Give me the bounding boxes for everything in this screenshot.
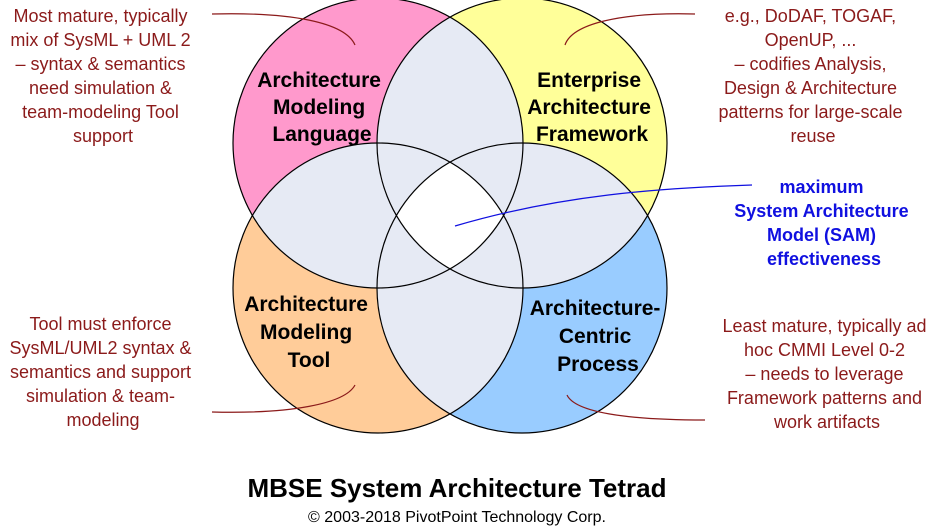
tool-note-line: SysML/UML2 syntax & bbox=[9, 338, 191, 358]
center-note-line: effectiveness bbox=[767, 249, 881, 269]
tool-label-line: Architecture bbox=[244, 293, 368, 316]
process-label-line: Process bbox=[557, 353, 639, 376]
tool-label: Architecture Modeling Tool bbox=[244, 293, 374, 372]
center-note: maximum System Architecture Model (SAM) … bbox=[734, 177, 913, 269]
process-note: Least mature, typically ad hoc CMMI Leve… bbox=[722, 316, 931, 432]
language-label-line: Modeling bbox=[273, 96, 365, 119]
language-note-line: mix of SysML + UML 2 bbox=[10, 30, 190, 50]
center-region bbox=[377, 143, 523, 288]
language-note-line: need simulation & bbox=[29, 78, 172, 98]
framework-label-line: Framework bbox=[536, 123, 648, 146]
tool-note-line: simulation & team- bbox=[26, 386, 175, 406]
language-label-line: Language bbox=[272, 123, 371, 146]
process-note-line: hoc CMMI Level 0-2 bbox=[744, 340, 905, 360]
language-note-line: support bbox=[73, 126, 133, 146]
center-note-line: Model (SAM) bbox=[767, 225, 876, 245]
diagram-title: MBSE System Architecture Tetrad bbox=[247, 473, 666, 503]
process-label-line: Centric bbox=[559, 325, 632, 348]
process-label-line: Architecture- bbox=[530, 297, 661, 320]
language-label: Architecture Modeling Language bbox=[257, 69, 387, 146]
language-note: Most mature, typically mix of SysML + UM… bbox=[10, 6, 195, 146]
framework-note-line: Design & Architecture bbox=[724, 78, 897, 98]
framework-label-line: Architecture bbox=[527, 96, 651, 119]
tool-note-line: Tool must enforce bbox=[29, 314, 171, 334]
framework-note-line: e.g., DoDAF, TOGAF, bbox=[725, 6, 896, 26]
framework-note-line: – codifies Analysis, bbox=[734, 54, 886, 74]
tool-outline bbox=[232, 142, 524, 434]
language-note-line: Most mature, typically bbox=[13, 6, 187, 26]
center-note-line: maximum bbox=[779, 177, 863, 197]
framework-label-line: Enterprise bbox=[537, 69, 641, 92]
framework-note-line: patterns for large-scale bbox=[718, 102, 902, 122]
process-leader-line bbox=[566, 394, 706, 421]
process-note-line: Least mature, typically ad bbox=[722, 316, 926, 336]
framework-leader-line bbox=[564, 13, 696, 46]
tool-note: Tool must enforce SysML/UML2 syntax & se… bbox=[9, 314, 196, 430]
process-note-line: Framework patterns and bbox=[727, 388, 922, 408]
language-note-line: – syntax & semantics bbox=[15, 54, 185, 74]
framework-label: Enterprise Architecture Framework bbox=[527, 69, 657, 146]
tool-leader-line bbox=[211, 384, 356, 413]
language-label-line: Architecture bbox=[257, 69, 381, 92]
language-leader-line bbox=[211, 13, 356, 46]
framework-note-line: OpenUP, ... bbox=[765, 30, 857, 50]
tool-note-line: modeling bbox=[66, 410, 139, 430]
framework-note: e.g., DoDAF, TOGAF, OpenUP, ... – codifi… bbox=[718, 6, 907, 146]
copyright: © 2003-2018 PivotPoint Technology Corp. bbox=[308, 509, 606, 526]
framework-note-line: reuse bbox=[790, 126, 835, 146]
process-outline bbox=[376, 142, 668, 434]
center-note-line: System Architecture bbox=[734, 201, 908, 221]
tool-label-line: Modeling bbox=[260, 321, 352, 344]
process-label: Architecture- Centric Process bbox=[530, 297, 667, 376]
process-note-line: work artifacts bbox=[773, 412, 880, 432]
center-leader-line bbox=[454, 184, 753, 227]
language-note-line: team-modeling Tool bbox=[22, 102, 179, 122]
tool-label-line: Tool bbox=[288, 349, 331, 372]
process-note-line: – needs to leverage bbox=[745, 364, 903, 384]
tool-note-line: semantics and support bbox=[10, 362, 191, 382]
